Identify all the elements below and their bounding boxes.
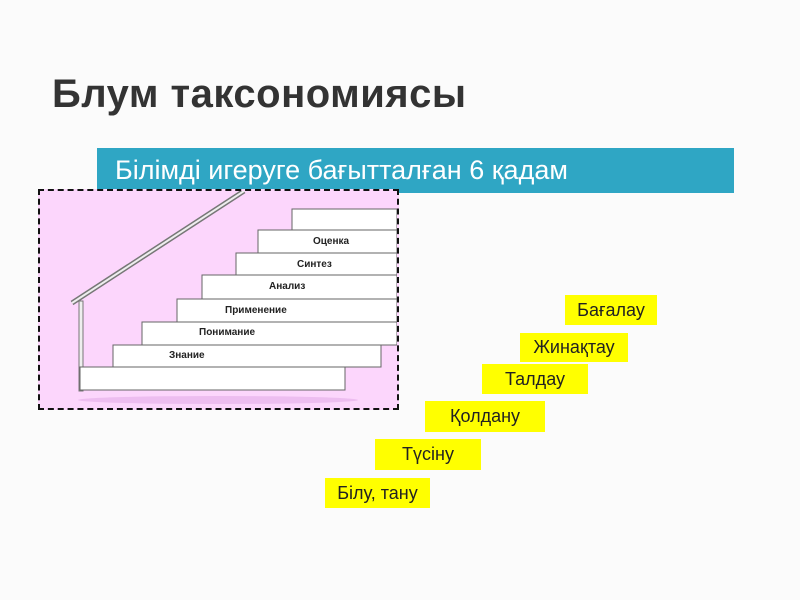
stair-label-ponimanie: Понимание — [199, 327, 256, 338]
level-box-bilu-tanu: Білу, тану — [325, 478, 430, 508]
stair-label-znanie: Знание — [169, 350, 205, 361]
roof-line-inner — [71, 191, 245, 304]
stair-step-2 — [141, 321, 397, 346]
stair-step-3 — [176, 298, 397, 323]
staircase-shadow — [78, 396, 358, 404]
stair-step-7 — [291, 208, 397, 231]
stair-base — [79, 366, 346, 391]
level-box-zhinaktau: Жинақтау — [520, 333, 628, 362]
stair-label-primenenie: Применение — [225, 305, 287, 316]
level-box-tusinu: Түсіну — [375, 439, 481, 470]
stair-label-analiz: Анализ — [269, 281, 306, 292]
subtitle-text: Білімді игеруге бағытталған 6 қадам — [115, 155, 568, 185]
level-box-koldanu: Қолдану — [425, 401, 545, 432]
stair-step-4 — [201, 274, 397, 300]
support-post — [78, 300, 84, 392]
staircase-diagram: Знание Понимание Применение Анализ Синте… — [38, 189, 399, 410]
slide-title: Блум таксономиясы — [52, 72, 467, 116]
subtitle-banner: Білімді игеруге бағытталған 6 қадам — [97, 148, 734, 193]
stair-step-1 — [112, 344, 382, 368]
level-box-taldau: Талдау — [482, 364, 588, 394]
stair-label-sintez: Синтез — [297, 259, 332, 270]
stair-label-ocenka: Оценка — [313, 236, 350, 247]
staircase-drawing — [70, 191, 397, 404]
level-box-bagalau: Бағалау — [565, 295, 657, 325]
